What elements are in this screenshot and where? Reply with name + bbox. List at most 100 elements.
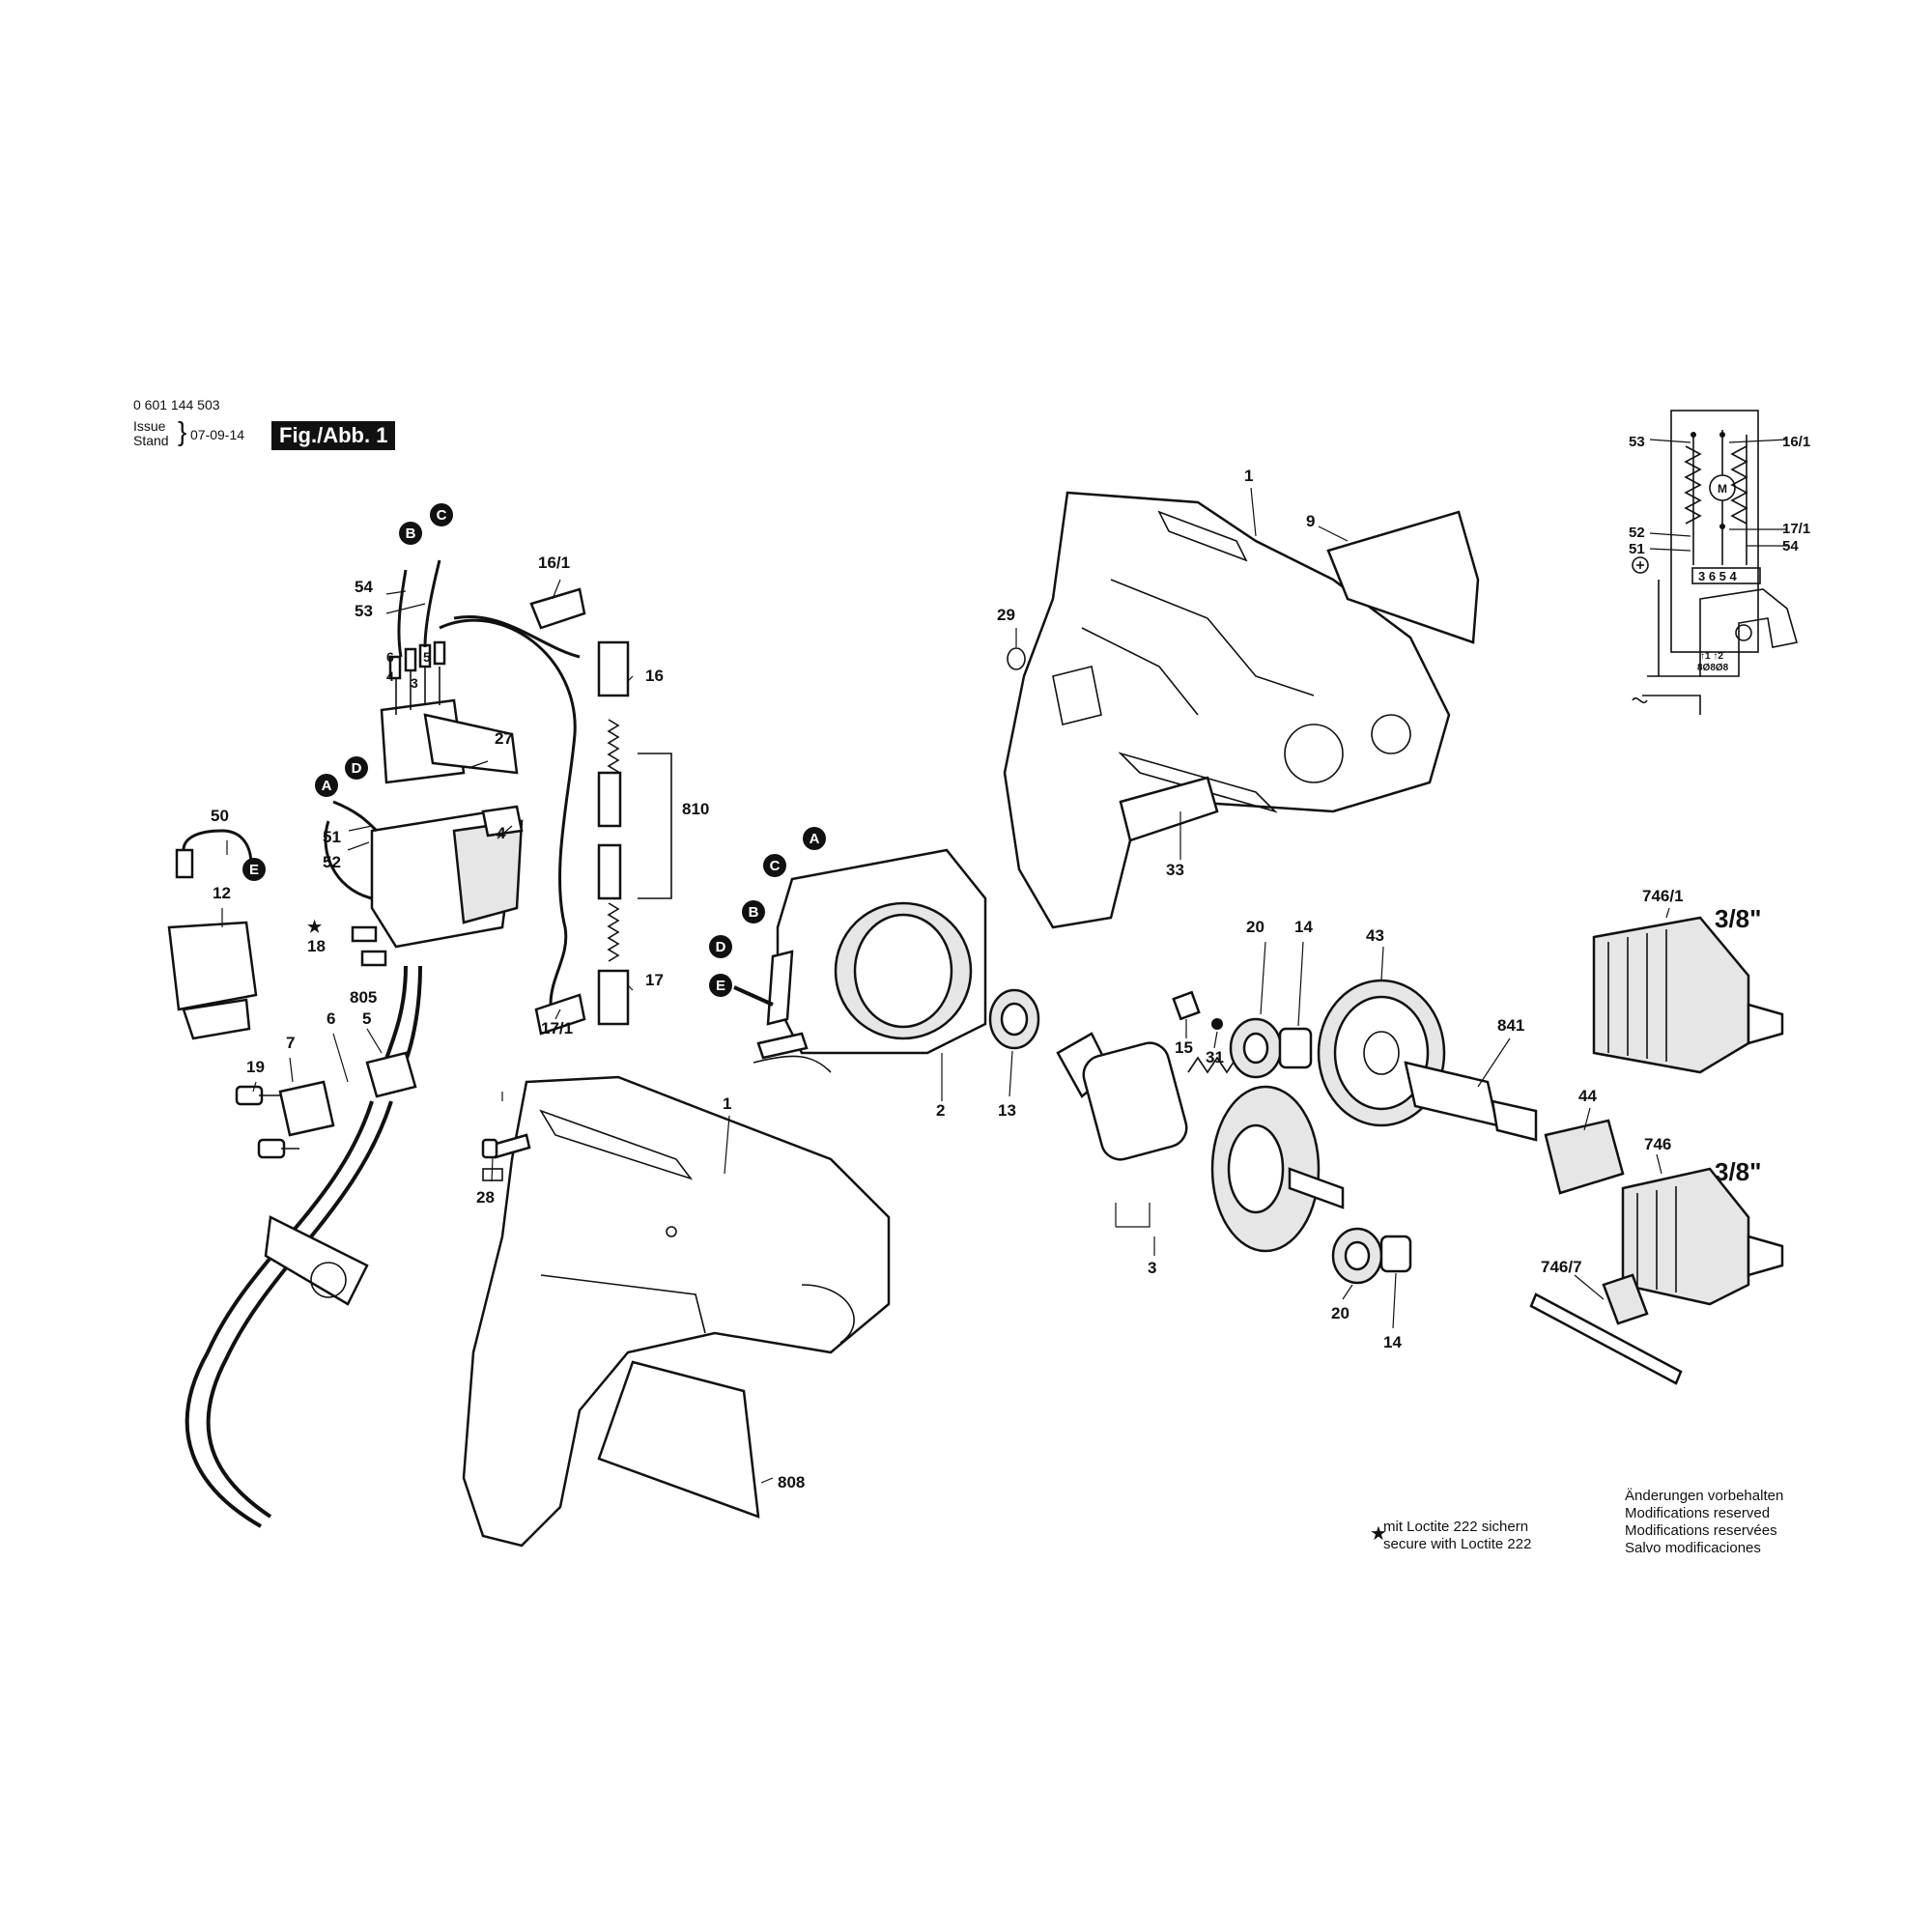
callout-14-lower: 14 [1383, 1333, 1402, 1351]
callout-746-7: 746/7 [1541, 1258, 1582, 1276]
issue-brace: } [178, 416, 187, 446]
schematic-label-53: 53 [1629, 434, 1645, 450]
schematic-label-51: 51 [1629, 541, 1645, 557]
callout-54: 54 [355, 578, 373, 596]
connector-badge-b-top: B [399, 522, 422, 545]
wiring-schematic: M 3 6 5 4 ↑1 ↑2 8Ø8Ø8 53 52 51 16/1 17/1… [1629, 410, 1810, 715]
gear-43 [1317, 979, 1446, 1127]
star-marker-18: ★ [307, 918, 323, 936]
leader-lines [221, 487, 1670, 1484]
schematic-switch-row: 8Ø8Ø8 [1697, 663, 1729, 673]
svg-text:C: C [770, 858, 781, 874]
modifications-es: Salvo modificaciones [1625, 1540, 1761, 1556]
cord-clamp-and-screws [235, 1080, 335, 1159]
modifications-en: Modifications reserved [1625, 1505, 1771, 1521]
callout-15: 15 [1175, 1038, 1193, 1057]
connector-badge-d-left: D [345, 756, 368, 780]
callout-1-bottom: 1 [723, 1094, 731, 1113]
svg-text:E: E [249, 862, 259, 878]
connector-badge-e-left: E [242, 858, 266, 881]
callout-7: 7 [286, 1034, 295, 1052]
spindle-841 [1404, 1061, 1538, 1142]
callout-20-upper: 20 [1246, 918, 1264, 936]
wiring [324, 559, 581, 1006]
callout-841: 841 [1497, 1016, 1524, 1035]
schematic-label-17-1: 17/1 [1782, 521, 1810, 537]
svg-text:C: C [437, 507, 447, 524]
modifications-note: Änderungen vorbehalten Modifications res… [1625, 1488, 1783, 1557]
schematic-label-16-1: 16/1 [1782, 434, 1810, 450]
callout-13: 13 [998, 1101, 1016, 1120]
issue-date: 07-09-14 [190, 427, 245, 442]
callout-2: 2 [936, 1101, 945, 1120]
callout-29: 29 [997, 606, 1015, 624]
svg-text:3: 3 [411, 675, 418, 691]
issue-label-de: Stand [133, 433, 169, 448]
schematic-label-52: 52 [1629, 525, 1645, 541]
ball-31 [1211, 1018, 1223, 1030]
modifications-de: Änderungen vorbehalten [1625, 1488, 1784, 1504]
callout-3: 3 [1148, 1259, 1156, 1277]
chuck-size-top: 3/8" [1715, 904, 1761, 933]
connector-badge-c-top: C [430, 503, 453, 526]
svg-text:4: 4 [386, 668, 394, 684]
loctite-note-en: secure with Loctite 222 [1383, 1536, 1532, 1552]
carbon-brushes [597, 719, 672, 962]
callout-808: 808 [778, 1473, 805, 1492]
callout-27: 27 [495, 729, 513, 748]
housing-half-top [1003, 491, 1451, 929]
callout-17-1: 17/1 [541, 1019, 573, 1037]
loctite-star-icon: ★ [1370, 1523, 1387, 1545]
callout-14-upper: 14 [1294, 918, 1313, 936]
seal-ring-29 [1007, 647, 1026, 670]
chuck-size-bottom: 3/8" [1715, 1157, 1761, 1186]
nameplate-9 [1326, 510, 1480, 644]
callout-12: 12 [213, 884, 231, 902]
modifications-fr: Modifications reservées [1625, 1522, 1777, 1539]
callout-4: 4 [497, 824, 506, 842]
e-lead-wire [733, 985, 774, 1007]
callout-805: 805 [350, 988, 377, 1007]
callout-28: 28 [476, 1188, 495, 1207]
callout-9: 9 [1306, 512, 1315, 530]
bearing-20-and-14-lower [1331, 1227, 1412, 1285]
needle-sleeve-14-upper [1278, 1027, 1313, 1069]
svg-text:D: D [352, 760, 362, 777]
callout-43: 43 [1366, 926, 1384, 945]
schematic-motor-symbol: M [1718, 482, 1727, 496]
loctite-note-de: mit Loctite 222 sichern [1383, 1519, 1529, 1535]
warning-label-808 [597, 1360, 760, 1519]
field-winding [753, 848, 987, 1073]
switch-slide-33 [1119, 776, 1219, 842]
schematic-terminal-numbers: 3 6 5 4 [1698, 569, 1738, 583]
keyless-chuck-746-1 [1592, 916, 1784, 1074]
pad-15 [1172, 990, 1201, 1021]
callout-18: 18 [307, 937, 326, 955]
callout-810: 810 [682, 800, 709, 818]
sleeve-44 [1544, 1119, 1625, 1195]
callout-16-1: 16/1 [538, 554, 570, 572]
svg-text:B: B [749, 904, 759, 921]
callout-1-top: 1 [1244, 467, 1253, 485]
callout-33: 33 [1166, 861, 1184, 879]
callout-20-lower: 20 [1331, 1304, 1350, 1322]
callout-53: 53 [355, 602, 373, 620]
ball-bearing-13 [988, 988, 1040, 1050]
callout-17: 17 [645, 971, 664, 989]
callout-16: 16 [645, 667, 664, 685]
loctite-note: mit Loctite 222 sichern secure with Loct… [1383, 1519, 1531, 1553]
callout-51: 51 [323, 828, 341, 846]
issue-label: Issue Stand [133, 419, 169, 448]
callout-52: 52 [323, 853, 341, 871]
callout-44: 44 [1578, 1087, 1597, 1105]
callout-5: 5 [362, 1009, 371, 1028]
document-number: 0 601 144 503 [133, 397, 220, 412]
callout-50: 50 [211, 807, 229, 825]
housing-half-bottom [462, 1075, 891, 1548]
suppressor-capacitor [167, 829, 387, 1040]
svg-text:A: A [810, 831, 820, 847]
chuck-key-746-7 [1529, 1273, 1683, 1385]
connector-badge-d-motor: D [709, 935, 732, 958]
armature [1056, 1032, 1345, 1253]
